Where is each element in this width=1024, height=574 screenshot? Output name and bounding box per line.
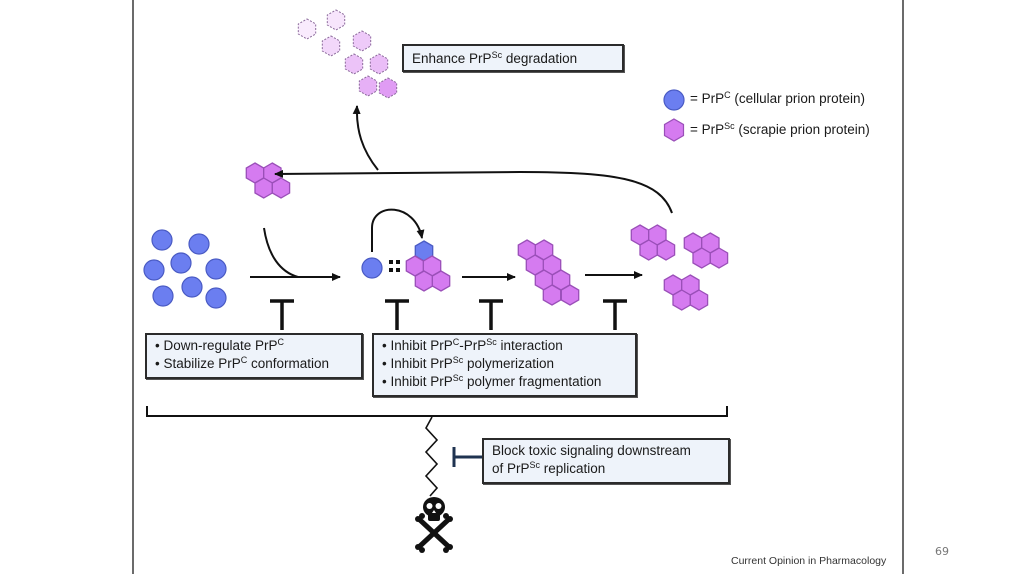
box-text: replication [540, 461, 606, 476]
signaling-zigzag [424, 416, 439, 497]
degraded-prpsc-hexagon [369, 53, 389, 75]
degraded-prpsc-hexagon [358, 75, 378, 97]
inhibitor-toxic-signaling [452, 447, 482, 467]
degraded-prpsc-hexagon [344, 53, 364, 75]
superscript: Sc [452, 373, 464, 383]
prpc-target-line: • Stabilize PrPC conformation [155, 355, 353, 373]
box-text: Enhance PrP [412, 51, 492, 66]
prpc-monomer [205, 258, 227, 280]
degraded-prpsc-cluster [297, 9, 398, 99]
legend-text: = PrP [690, 122, 725, 137]
box-text: • Inhibit PrP [382, 374, 453, 389]
prpsc-target-line: • Inhibit PrPSc polymerization [382, 355, 627, 373]
legend-text: = PrP [690, 91, 725, 106]
figure-credit: Current Opinion in Pharmacology [731, 555, 887, 567]
prpc-monomer [205, 287, 227, 309]
box-text: • Stabilize PrP [155, 356, 241, 371]
slide-frame-right [902, 0, 904, 574]
prpc-monomer [151, 229, 173, 251]
degraded-prpsc-hexagon [352, 30, 372, 52]
box-text: polymer fragmentation [463, 374, 602, 389]
bracket [146, 406, 728, 417]
protein-shapes [143, 162, 729, 311]
prpc-monomer [170, 252, 192, 274]
box-text: Block toxic signaling downstream [492, 443, 691, 458]
superscript: Sc [529, 460, 541, 470]
prpsc-fragment-hexagon [709, 247, 729, 269]
prpsc-polymer-hexagon [542, 284, 562, 306]
superscript: Sc [724, 121, 735, 131]
superscript: C [277, 337, 285, 347]
prpc-binding-monomer [361, 257, 383, 279]
box-text: polymerization [463, 356, 555, 371]
legend-prpc: = PrPC (cellular prion protein) [690, 90, 865, 107]
box-text: of PrP [492, 461, 530, 476]
box-text: conformation [247, 356, 330, 371]
legend-text: (scrapie prion protein) [734, 122, 870, 137]
page-number: 69 [935, 545, 949, 558]
inhibitor-prpc [270, 299, 294, 330]
inhibitor-interaction [385, 299, 409, 330]
toxic-line2: of PrPSc replication [492, 460, 720, 478]
prpsc-seed-hexagon [254, 177, 273, 199]
prpsc-seed-hexagon [271, 177, 291, 199]
superscript: Sc [486, 337, 497, 347]
prpc-monomer [143, 259, 165, 281]
superscript: Sc [491, 50, 503, 60]
prpsc-target-line: • Inhibit PrPSc polymer fragmentation [382, 373, 627, 391]
box-text: • Down-regulate PrP [155, 338, 278, 353]
prpsc-target-line: • Inhibit PrPC-PrPSc interaction [382, 337, 627, 355]
inhibitor-polymerization [479, 299, 503, 330]
interaction-dots [389, 260, 400, 272]
prpsc-fragment-hexagon [672, 289, 691, 311]
legend-text: (cellular prion protein) [730, 91, 865, 106]
toxic-signaling-box: Block toxic signaling downstream of PrPS… [482, 438, 730, 484]
prpsc-fragment-hexagon [639, 239, 658, 261]
box-text: • Inhibit PrP [382, 338, 453, 353]
box-text: degradation [502, 51, 578, 66]
inhibitor-fragmentation [603, 299, 627, 330]
box-text: • Inhibit PrP [382, 356, 453, 371]
prpc-monomer [188, 233, 210, 255]
prpc-monomer [181, 276, 203, 298]
prpsc-seed-hexagon [431, 270, 451, 292]
degradation-arrow [352, 105, 379, 171]
prpc-target-line: • Down-regulate PrPC [155, 337, 353, 355]
prpsc-fragment-hexagon [692, 247, 711, 269]
legend-prpsc: = PrPSc (scrapie prion protein) [690, 121, 870, 138]
prpsc-fragment-hexagon [689, 289, 709, 311]
recycle-arrow [274, 169, 673, 214]
prpsc-polymer-hexagon [560, 284, 580, 306]
box-text: -PrP [459, 338, 487, 353]
skull-crossbones-icon [415, 497, 453, 553]
legend-prpc-icon [663, 89, 685, 111]
superscript: C [452, 337, 460, 347]
superscript: C [240, 355, 248, 365]
prpsc-targets-box: • Inhibit PrPC-PrPSc interaction • Inhib… [372, 333, 637, 397]
prpsc-seed-hexagon [414, 270, 434, 292]
degraded-prpsc-hexagon [321, 35, 341, 57]
degraded-prpsc-hexagon [326, 9, 346, 31]
prpc-targets-box: • Down-regulate PrPC • Stabilize PrPC co… [145, 333, 363, 379]
prpsc-fragment-hexagon [656, 239, 676, 261]
enhance-degradation-box: Enhance PrPSc degradation [402, 44, 624, 72]
binding-arrow [371, 208, 425, 252]
prpc-monomer [152, 285, 174, 307]
superscript: C [724, 90, 731, 100]
seeding-curve [263, 227, 299, 278]
box-text: interaction [496, 338, 563, 353]
superscript: Sc [452, 355, 464, 365]
legend-prpsc-icon [663, 118, 685, 142]
degraded-prpsc-hexagon [378, 77, 398, 99]
slide-frame-left [132, 0, 134, 574]
degraded-prpsc-hexagon [297, 18, 317, 40]
